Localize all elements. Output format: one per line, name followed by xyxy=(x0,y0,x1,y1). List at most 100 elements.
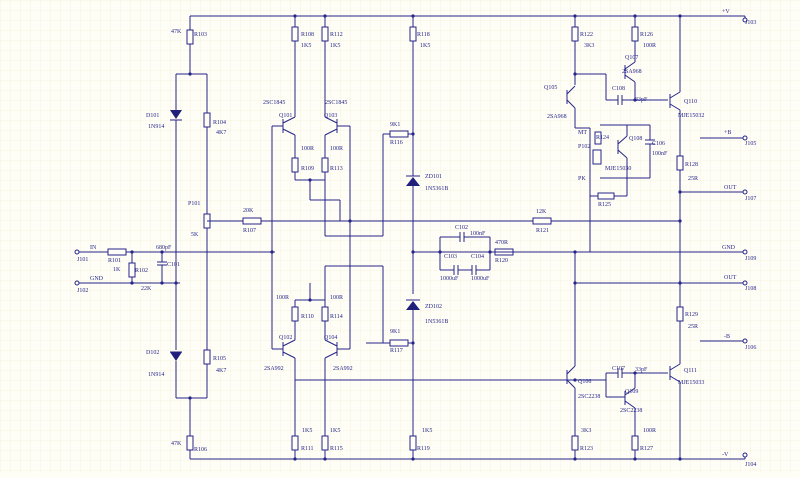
r128-value: 25R xyxy=(688,176,698,182)
r111-value: 1K5 xyxy=(302,428,312,434)
r104-ref: R104 xyxy=(213,120,226,126)
j102-label: J102 xyxy=(77,288,88,294)
q106-value: 2SC2238 xyxy=(578,394,600,400)
gnd-out-label: GND xyxy=(722,245,736,251)
j108-label: J108 xyxy=(745,286,756,292)
r106-value: 47K xyxy=(171,441,182,447)
c106-ref: C106 xyxy=(652,141,665,147)
r109-value: 100R xyxy=(301,146,314,152)
c101-ref: C101 xyxy=(167,262,180,268)
feedback-network: C102 100nF C103 1000uF C104 1000uF 470R … xyxy=(413,209,680,282)
positive-rail: +V J103 xyxy=(190,9,756,26)
c104-ref: C104 xyxy=(471,254,484,260)
r118-value: 1K5 xyxy=(420,43,430,49)
r116-value: 9K1 xyxy=(390,122,400,128)
q102-ref: Q102 xyxy=(279,335,292,341)
r126-value: 100R xyxy=(643,43,656,49)
r112-value: 1K5 xyxy=(330,43,340,49)
r123-ref: R123 xyxy=(580,446,593,452)
r127-ref: R127 xyxy=(640,446,653,452)
c102-ref: C102 xyxy=(455,225,468,231)
r125-ref: R125 xyxy=(598,202,611,208)
zd101-ref: ZD101 xyxy=(425,174,442,180)
gnd-in-label: GND xyxy=(90,276,104,282)
upper-driver: R126 100R Q107 2SA968 C108 33pF xyxy=(575,16,668,105)
r108-ref: R108 xyxy=(301,32,314,38)
r120-ref: R120 xyxy=(495,258,508,264)
q102-value: 2SA992 xyxy=(264,366,284,372)
c107-value: 33pF xyxy=(635,367,648,373)
q103-ref: Q103 xyxy=(324,113,337,119)
r122-ref: R122 xyxy=(580,32,593,38)
lower-driver: C107 33pF Q109 2SC2238 100R R127 xyxy=(575,366,668,459)
input-connector: IN J101 xyxy=(74,245,108,263)
q108-ref: Q108 xyxy=(629,136,642,142)
q107-ref: Q107 xyxy=(625,55,638,61)
j109-label: J109 xyxy=(745,256,756,262)
r114-value: 100R xyxy=(330,295,343,301)
q104-value: 2SA992 xyxy=(333,366,353,372)
d102-value: 1N914 xyxy=(148,372,164,378)
out1-label: OUT xyxy=(724,185,737,191)
r124-ref: R124 xyxy=(596,135,609,141)
upper-input-stage: R108 1K5 R112 1K5 2SC1845 Q101 2SC1845 Q… xyxy=(263,16,384,252)
bneg-label: -B xyxy=(724,334,730,340)
output-connectors: +B J105 OUT J107 GND J109 OUT J108 -B J1… xyxy=(413,130,756,351)
c107-ref: C107 xyxy=(612,366,625,372)
r115-value: 1K5 xyxy=(330,428,340,434)
r112-ref: R112 xyxy=(330,32,343,38)
j103-label: J103 xyxy=(745,20,756,26)
j107-label: J107 xyxy=(745,196,756,202)
q104-ref: Q104 xyxy=(324,335,337,341)
c106-value: 100nF xyxy=(652,151,668,157)
r105-value: 4K7 xyxy=(216,368,226,374)
bpos-label: +B xyxy=(724,130,731,136)
r102-value: 22K xyxy=(141,286,152,292)
q110-value: MJE15032 xyxy=(678,113,704,119)
q105-ref: Q105 xyxy=(544,85,557,91)
r128-ref: R128 xyxy=(685,162,698,168)
r107-ref: R107 xyxy=(243,228,256,234)
capacitor-c101: 680pF C101 xyxy=(156,245,180,283)
r113-value: 100R xyxy=(330,146,343,152)
r123-value: 3K3 xyxy=(581,428,591,434)
q101-ref: Q101 xyxy=(279,113,292,119)
r118-ref: R118 xyxy=(417,32,430,38)
q110-ref: Q110 xyxy=(684,99,697,105)
c101-value: 680pF xyxy=(156,245,172,251)
resistor-r107: 20K R107 xyxy=(242,208,533,234)
r127-value: 100R xyxy=(643,428,656,434)
q109-value: 2SC2238 xyxy=(620,408,642,414)
neg-rail-label: -V xyxy=(722,452,729,458)
j106-label: J106 xyxy=(745,345,756,351)
r110-value: 100R xyxy=(276,295,289,301)
q111-value: MJE15033 xyxy=(678,380,704,386)
q101-value: 2SC1845 xyxy=(263,100,285,106)
r103-ref: R103 xyxy=(194,32,207,38)
r109-ref: R109 xyxy=(301,166,314,172)
r101-value: 1K xyxy=(113,267,121,273)
r113-ref: R113 xyxy=(330,166,343,172)
r106-ref: R106 xyxy=(194,447,207,453)
r129-value: 25R xyxy=(688,324,698,330)
r126-ref: R126 xyxy=(640,32,653,38)
q109-ref: Q109 xyxy=(625,389,638,395)
r129-ref: R129 xyxy=(685,312,698,318)
c102-value: 100nF xyxy=(470,231,486,237)
d101-ref: D101 xyxy=(146,113,159,119)
r117-ref: R117 xyxy=(390,348,403,354)
q105-value: 2SA968 xyxy=(547,114,567,120)
r121-ref: R121 xyxy=(536,228,549,234)
p101-ref: P101 xyxy=(188,201,200,207)
mt-label: MT xyxy=(578,130,587,136)
c103-value: 1000uF xyxy=(440,276,459,282)
lower-input-stage: 100R R110 100R R114 Q102 2SA992 Q104 2SA… xyxy=(264,221,575,459)
q107-value: 2SA968 xyxy=(622,69,642,75)
r119-ref: R119 xyxy=(417,446,430,452)
d102-ref: D102 xyxy=(146,350,159,356)
c104-value: 1000uF xyxy=(471,276,490,282)
r105-ref: R105 xyxy=(213,356,226,362)
r107-value: 20K xyxy=(243,208,254,214)
